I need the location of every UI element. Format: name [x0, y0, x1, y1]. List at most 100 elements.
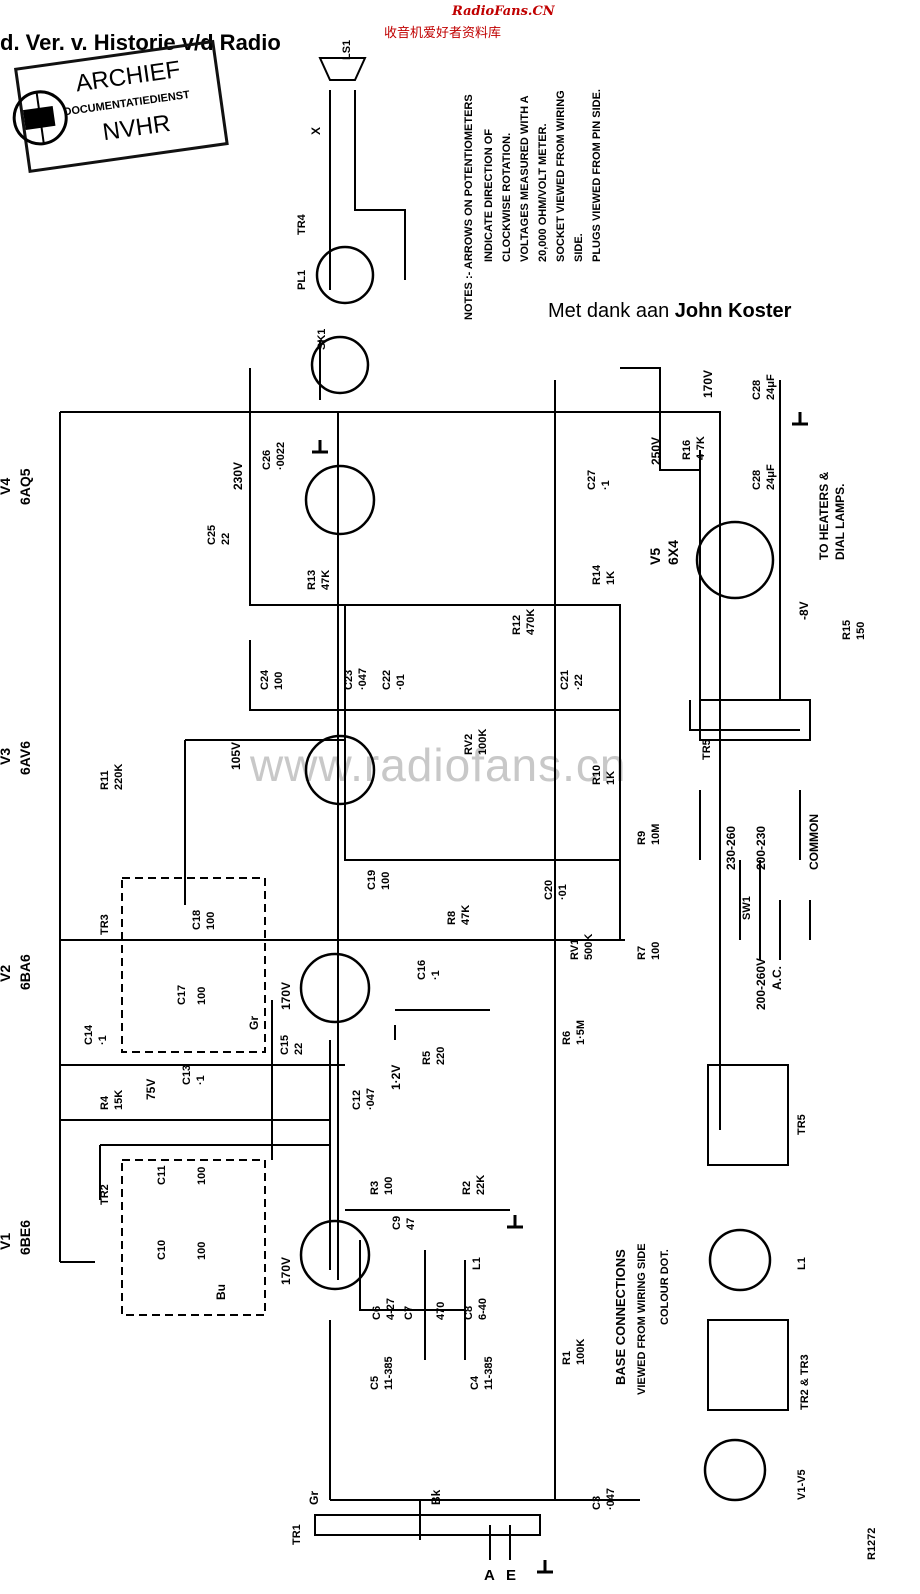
label-r12: R12	[511, 615, 523, 635]
tube-v2-envelope	[299, 952, 371, 1024]
label-r1-value: 100K	[575, 1339, 587, 1365]
label-r6: R6	[561, 1031, 573, 1045]
label-r5: R5	[421, 1051, 433, 1065]
label-c20-value: ·01	[557, 884, 569, 900]
tap-200-230: 200-230	[754, 826, 768, 870]
label-rv2-value: 100K	[477, 729, 489, 755]
label-c18-value: 100	[205, 912, 217, 930]
label-r11: R11	[99, 770, 111, 790]
label-rv2: RV2	[463, 734, 475, 755]
label-c17: C17	[176, 985, 188, 1005]
label-tr2: TR2	[99, 1184, 111, 1205]
label-r9-value: 10M	[650, 824, 662, 845]
tube-v4-envelope	[304, 464, 376, 536]
heaters-label: TO HEATERS &	[817, 471, 831, 560]
ground-symbol	[537, 1560, 553, 1574]
label-c26-value: ·0022	[275, 442, 287, 470]
label-c28b: C28	[751, 470, 763, 490]
tube-v1-type: 6BE6	[17, 1220, 33, 1255]
label-r3-value: 100	[383, 1177, 395, 1195]
label-r2-value: 22K	[475, 1175, 487, 1195]
earth-label: E	[506, 1567, 516, 1584]
notes-line: SOCKET VIEWED FROM WIRING	[555, 90, 567, 262]
label-rv1-value: 500K	[583, 934, 595, 960]
notes-title: NOTES :- ARROWS ON POTENTIOMETERS	[463, 94, 475, 320]
label-r16: R16	[681, 440, 693, 460]
label-c16: C16	[416, 960, 428, 980]
label-r2: R2	[461, 1181, 473, 1195]
label-c23-value: ·047	[357, 668, 369, 690]
voltage-b-plus: 170V	[701, 370, 715, 398]
label-c22: C22	[381, 670, 393, 690]
wire-gr2-label: Gr	[247, 1016, 261, 1030]
label-c28-value: 24μF	[765, 374, 777, 400]
label-r9: R9	[636, 831, 648, 845]
label-r13-value: 47K	[320, 570, 332, 590]
label-c22-value: ·01	[395, 674, 407, 690]
label-c6: C6	[371, 1306, 383, 1320]
label-r14: R14	[591, 564, 603, 585]
label-c21: C21	[559, 670, 571, 690]
label-c14: C14	[83, 1024, 95, 1045]
label-c25: C25	[206, 525, 218, 545]
voltage-cathode: 1·2V	[389, 1065, 403, 1090]
label-c21-value: ·22	[573, 674, 585, 690]
label-c10-value: 100	[196, 1242, 208, 1260]
label-c20: C20	[543, 880, 555, 900]
dial-lamps-label: DIAL LAMPS.	[833, 484, 847, 560]
label-c28b-value: 24μF	[765, 464, 777, 490]
ground-symbol	[312, 440, 328, 454]
label-c8-value: 6-40	[477, 1298, 489, 1320]
label-l1: L1	[471, 1257, 483, 1270]
label-c13: C13	[181, 1065, 193, 1085]
label-r15: R15	[841, 620, 853, 640]
wire-bu-label: Bu	[214, 1284, 228, 1300]
label-r3: R3	[369, 1181, 381, 1195]
plug-pl1	[315, 245, 375, 305]
label-c3: C3	[591, 1496, 603, 1510]
tube-v4-type: 6AQ5	[17, 468, 33, 505]
label-r8: R8	[446, 911, 458, 925]
label-r15-value: 150	[855, 622, 867, 640]
label-c27-value: ·1	[600, 480, 612, 490]
brand-logo-cn: 收音机爱好者资料库	[384, 26, 502, 41]
label-r14-value: 1K	[605, 571, 617, 585]
radio-logo-icon	[12, 90, 68, 146]
mains-label: 200-260V	[754, 958, 768, 1010]
label-c12-value: ·047	[365, 1088, 377, 1110]
tube-v2-type: 6BA6	[17, 954, 33, 990]
wire-bk-label: Bk	[429, 1489, 443, 1505]
label-c13-value: ·1	[195, 1075, 207, 1085]
brand-logo-en: RadioFans.CN	[452, 4, 555, 19]
base-tr2-tr3	[707, 1319, 789, 1411]
tube-v3-ref: V3	[0, 748, 13, 765]
label-r16-value: 4·7K	[695, 436, 707, 460]
notes-line: INDICATE DIRECTION OF	[483, 129, 495, 262]
label-c10: C10	[156, 1240, 168, 1260]
label-c23: C23	[343, 670, 355, 690]
tube-v5-envelope	[695, 520, 775, 600]
voltage-bias: -8V	[797, 601, 811, 620]
label-c24-value: 100	[273, 672, 285, 690]
label-c6-value: 4-27	[385, 1298, 397, 1320]
label-c8: C8	[463, 1306, 475, 1320]
tr2-tr3-caption: TR2 & TR3	[799, 1354, 811, 1410]
label-r11-value: 220K	[113, 764, 125, 790]
label-r1: R1	[561, 1351, 573, 1365]
archive-stamp: ARCHIEF DOCUMENTATIEDIENST NVHR	[12, 39, 229, 173]
voltage-v4-anode: 230V	[231, 462, 245, 490]
watermark: www.radiofans.cn	[250, 739, 627, 791]
label-c15-value: 22	[293, 1043, 305, 1055]
notes-line: VOLTAGES MEASURED WITH A	[519, 95, 531, 262]
label-c4-value: 11-385	[483, 1356, 495, 1390]
label-c27: C27	[586, 470, 598, 490]
notes-block: NOTES :- ARROWS ON POTENTIOMETERS INDICA…	[463, 89, 603, 320]
label-r6-value: 1·5M	[575, 1020, 587, 1045]
label-c12: C12	[351, 1090, 363, 1110]
label-tr5: TR5	[701, 739, 713, 760]
mains-ac-label: A.C.	[770, 966, 784, 990]
archive-header: d. Ver. v. Historie v/d Radio	[0, 30, 281, 55]
base-subtitle: VIEWED FROM WIRING SIDE	[636, 1243, 648, 1395]
v1-v5-caption: V1-V5	[796, 1469, 808, 1500]
notes-line: CLOCKWISE ROTATION.	[501, 133, 513, 262]
